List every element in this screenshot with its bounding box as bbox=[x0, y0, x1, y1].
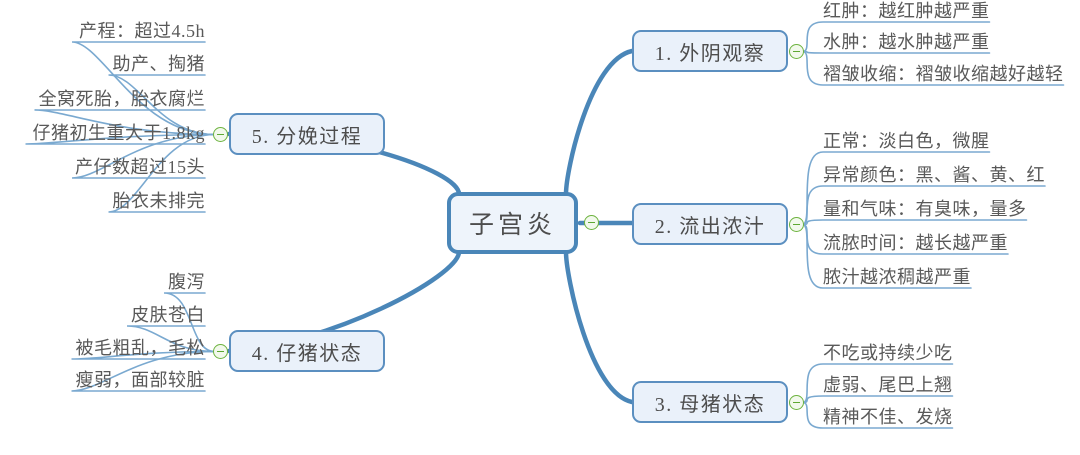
leaf-item[interactable]: 流脓时间：越长越严重 bbox=[823, 233, 1008, 253]
leaf-item[interactable]: 腹泻 bbox=[168, 272, 205, 292]
branch-node-4[interactable]: 4. 仔猪状态 bbox=[229, 330, 385, 372]
root-collapse-toggle[interactable] bbox=[584, 215, 599, 230]
leaf-item[interactable]: 水肿：越水肿越严重 bbox=[823, 32, 990, 52]
leaf-item[interactable]: 仔猪初生重大于1.8kg bbox=[32, 123, 205, 143]
branch-collapse-toggle[interactable] bbox=[789, 395, 804, 410]
root-node-label: 子宫炎 bbox=[468, 212, 556, 239]
branch-node-2[interactable]: 2. 流出浓汁 bbox=[632, 203, 788, 245]
connector-line bbox=[801, 219, 1028, 226]
minus-icon bbox=[216, 133, 224, 136]
minus-icon bbox=[792, 50, 800, 53]
leaf-item[interactable]: 精神不佳、发烧 bbox=[823, 407, 953, 427]
leaf-item[interactable]: 不吃或持续少吃 bbox=[823, 343, 953, 363]
branch-node-3[interactable]: 3. 母猪状态 bbox=[632, 381, 788, 423]
connector-line bbox=[563, 48, 635, 197]
leaf-item[interactable]: 瘦弱，面部较脏 bbox=[75, 370, 205, 390]
leaf-item[interactable]: 胎衣未排完 bbox=[112, 191, 205, 211]
branch-node-label: 5. 分娩过程 bbox=[251, 125, 363, 148]
branch-node-label: 2. 流出浓汁 bbox=[654, 215, 766, 238]
minus-icon bbox=[792, 223, 800, 226]
branch-collapse-toggle[interactable] bbox=[789, 217, 804, 232]
leaf-item[interactable]: 助产、掏猪 bbox=[112, 54, 205, 74]
branch-collapse-toggle[interactable] bbox=[213, 127, 228, 142]
leaf-item[interactable]: 被毛粗乱，毛松 bbox=[75, 338, 205, 358]
branch-node-label: 1. 外阴观察 bbox=[654, 42, 766, 65]
minus-icon bbox=[216, 350, 224, 353]
connector-line bbox=[801, 395, 954, 404]
leaf-item[interactable]: 皮肤苍白 bbox=[131, 305, 205, 325]
leaf-item[interactable]: 正常：淡白色，微腥 bbox=[823, 131, 990, 151]
leaf-item[interactable]: 全窝死胎，胎衣腐烂 bbox=[38, 89, 205, 109]
leaf-item[interactable]: 异常颜色：黑、酱、黄、红 bbox=[823, 165, 1045, 185]
leaf-item[interactable]: 脓汁越浓稠越严重 bbox=[823, 267, 971, 287]
branch-collapse-toggle[interactable] bbox=[213, 344, 228, 359]
leaf-item[interactable]: 产仔数超过15头 bbox=[75, 157, 205, 177]
root-node[interactable]: 子宫炎 bbox=[447, 192, 578, 254]
branch-node-5[interactable]: 5. 分娩过程 bbox=[229, 113, 385, 155]
leaf-item[interactable]: 虚弱、尾巴上翘 bbox=[823, 375, 953, 395]
leaf-item[interactable]: 褶皱收缩：褶皱收缩越好越轻 bbox=[823, 64, 1064, 84]
minus-icon bbox=[792, 401, 800, 404]
branch-node-label: 4. 仔猪状态 bbox=[251, 342, 363, 365]
minus-icon bbox=[587, 221, 595, 224]
connector-line bbox=[563, 249, 635, 405]
leaf-item[interactable]: 产程：超过4.5h bbox=[79, 21, 205, 41]
leaf-item[interactable]: 量和气味：有臭味，量多 bbox=[823, 199, 1027, 219]
branch-collapse-toggle[interactable] bbox=[789, 44, 804, 59]
branch-node-1[interactable]: 1. 外阴观察 bbox=[632, 30, 788, 72]
leaf-item[interactable]: 红肿：越红肿越严重 bbox=[823, 1, 990, 21]
branch-node-label: 3. 母猪状态 bbox=[654, 393, 766, 416]
